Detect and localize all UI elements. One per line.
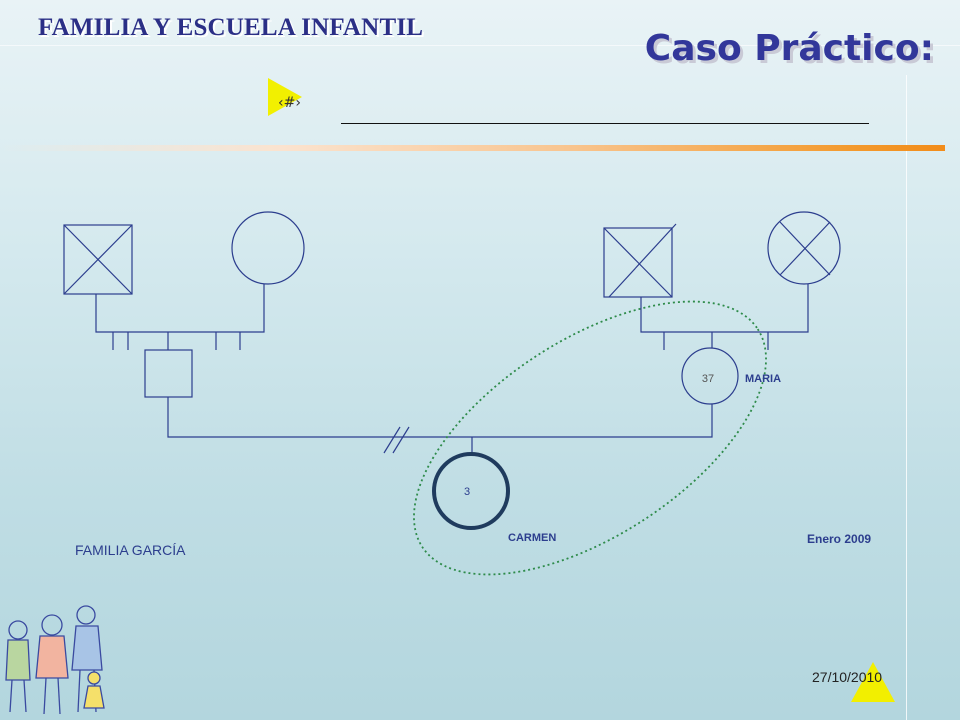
child-carmen	[432, 452, 510, 530]
maternal-couple-line	[640, 284, 809, 333]
maria-name: MARIA	[745, 373, 781, 385]
paternal-grandfather-deceased	[63, 224, 133, 295]
father	[144, 349, 193, 398]
date-label: Enero 2009	[807, 532, 871, 546]
divorce-marks	[383, 426, 410, 454]
accent-band	[0, 145, 945, 151]
carmen-name: CARMEN	[508, 532, 556, 544]
header-divider	[0, 45, 960, 46]
warning-triangle-icon[interactable]	[851, 662, 895, 702]
side-divider	[906, 75, 907, 720]
paternal-sibling-ticks	[112, 332, 241, 350]
title-underline	[341, 123, 869, 124]
parents-union-line	[167, 397, 713, 438]
slide-title: Caso Práctico:	[644, 28, 934, 69]
household-ellipse	[413, 300, 767, 576]
paternal-couple-line	[95, 284, 265, 333]
carmen-age: 3	[464, 486, 470, 498]
mother-maria	[681, 347, 739, 405]
footer-date: 27/10/2010	[812, 669, 883, 685]
family-label: FAMILIA GARCÍA	[75, 542, 186, 558]
play-triangle-icon[interactable]	[268, 78, 302, 116]
maternal-grandfather-deceased	[603, 223, 677, 298]
slide-number: ‹#›	[278, 95, 301, 111]
children-drawing-icon	[5, 605, 105, 715]
maternal-sibling-ticks	[663, 332, 769, 350]
maria-age: 37	[702, 373, 714, 385]
series-title: FAMILIA Y ESCUELA INFANTIL	[38, 14, 424, 41]
maternal-grandmother-deceased	[767, 211, 841, 285]
paternal-grandmother	[231, 211, 305, 285]
